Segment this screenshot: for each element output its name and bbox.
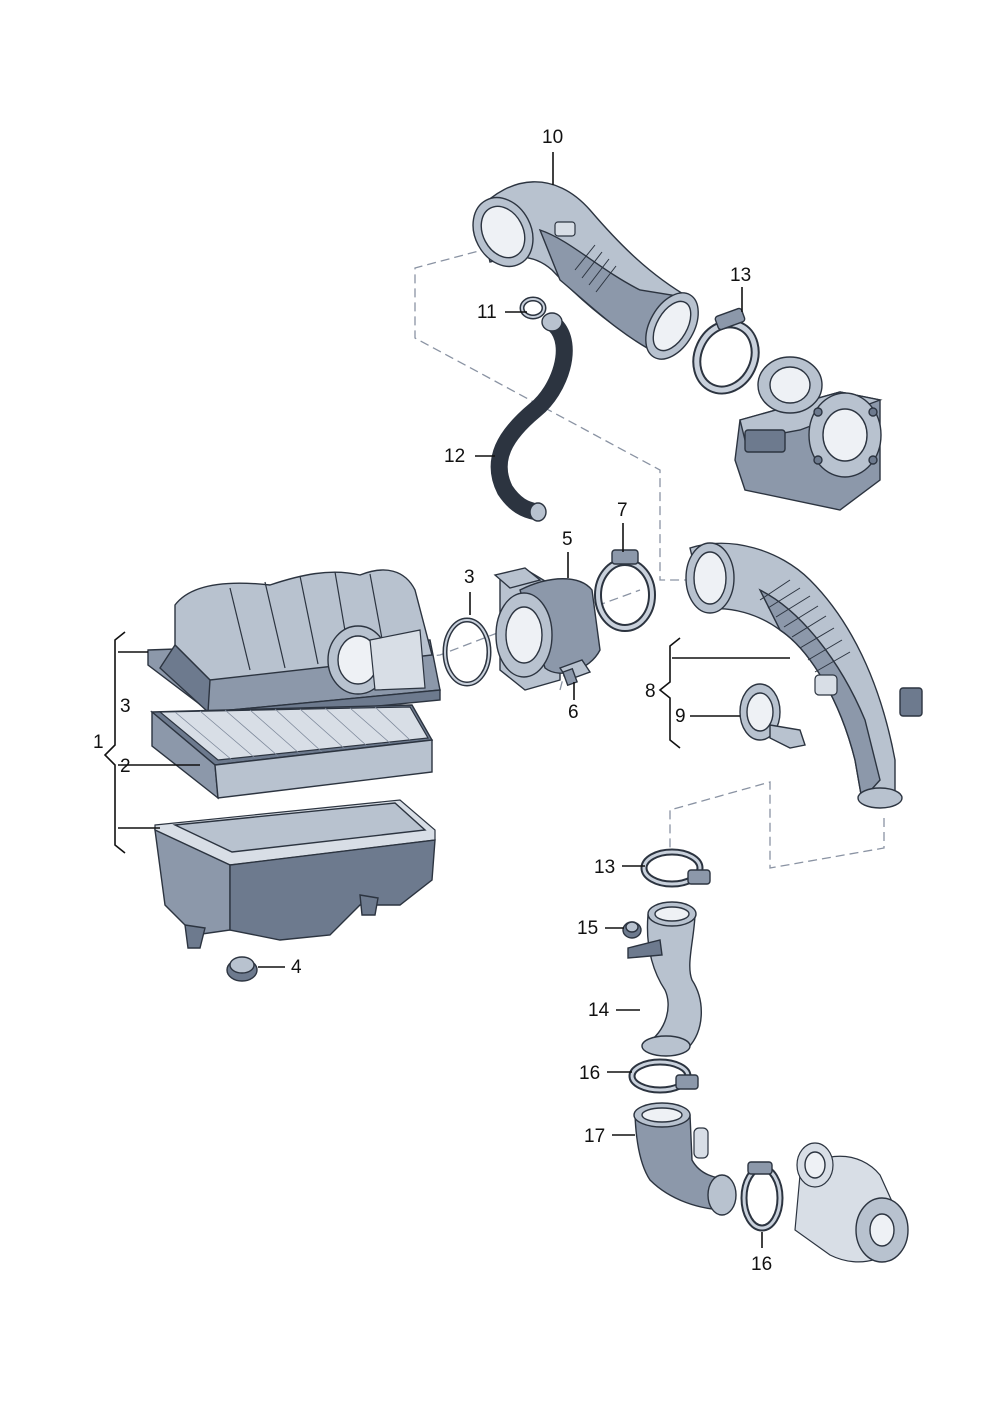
label-5: 5: [562, 529, 573, 550]
label-16-lower: 16: [751, 1254, 772, 1275]
label-3-housing: 3: [120, 696, 131, 717]
filter-element: [150, 704, 434, 800]
label-14: 14: [588, 1000, 610, 1021]
label-3-seal: 3: [464, 567, 475, 588]
label-6: 6: [568, 702, 579, 723]
part-4-grommet: [226, 956, 258, 982]
label-2: 2: [120, 756, 131, 777]
label-13-lower: 13: [594, 857, 615, 878]
part-17-elbow: [633, 1102, 737, 1216]
label-16-upper: 16: [579, 1063, 600, 1084]
label-10: 10: [542, 127, 563, 148]
leader-lines: [258, 152, 763, 1248]
label-1: 1: [93, 732, 104, 753]
part-10-intake-hose: [472, 181, 699, 360]
label-12: 12: [444, 446, 465, 467]
label-15: 15: [577, 918, 598, 939]
label-4: 4: [291, 957, 302, 978]
group-bracket-1: [103, 631, 200, 854]
label-13-upper: 13: [730, 265, 751, 286]
part-7-clamp: [594, 549, 656, 632]
throttle-body: [734, 356, 883, 511]
air-filter-lower-housing: [154, 799, 436, 949]
label-9: 9: [675, 706, 686, 727]
part-9-connector: [739, 683, 806, 749]
label-17: 17: [584, 1126, 605, 1147]
part-13-hose-clamp-lower: [640, 848, 711, 888]
air-filter-upper-housing: [147, 569, 441, 723]
part-13-hose-clamp-upper: [692, 307, 760, 395]
group-bracket-8: [658, 637, 790, 749]
label-8: 8: [645, 681, 656, 702]
turbocharger: [794, 1142, 909, 1263]
part-6-bolt: [558, 659, 592, 687]
part-16-clamp-upper: [628, 1058, 699, 1094]
part-labels: 10 13 11 12 7 5 3 6 8 9 3 1 2 4 13 15 14…: [93, 127, 772, 1275]
label-11: 11: [477, 302, 497, 323]
label-7: 7: [617, 500, 628, 521]
part-14-charge-pipe: [627, 901, 702, 1057]
part-12-breather-hose: [490, 312, 573, 522]
part-3-seal-ring: [442, 617, 492, 687]
part-5-air-mass-meter: [493, 567, 601, 691]
part-15-nut: [622, 921, 642, 939]
part-16-clamp-lower: [740, 1161, 784, 1232]
part-8-intake-elbow: [685, 542, 923, 809]
part-11-small-clamp: [519, 296, 547, 320]
